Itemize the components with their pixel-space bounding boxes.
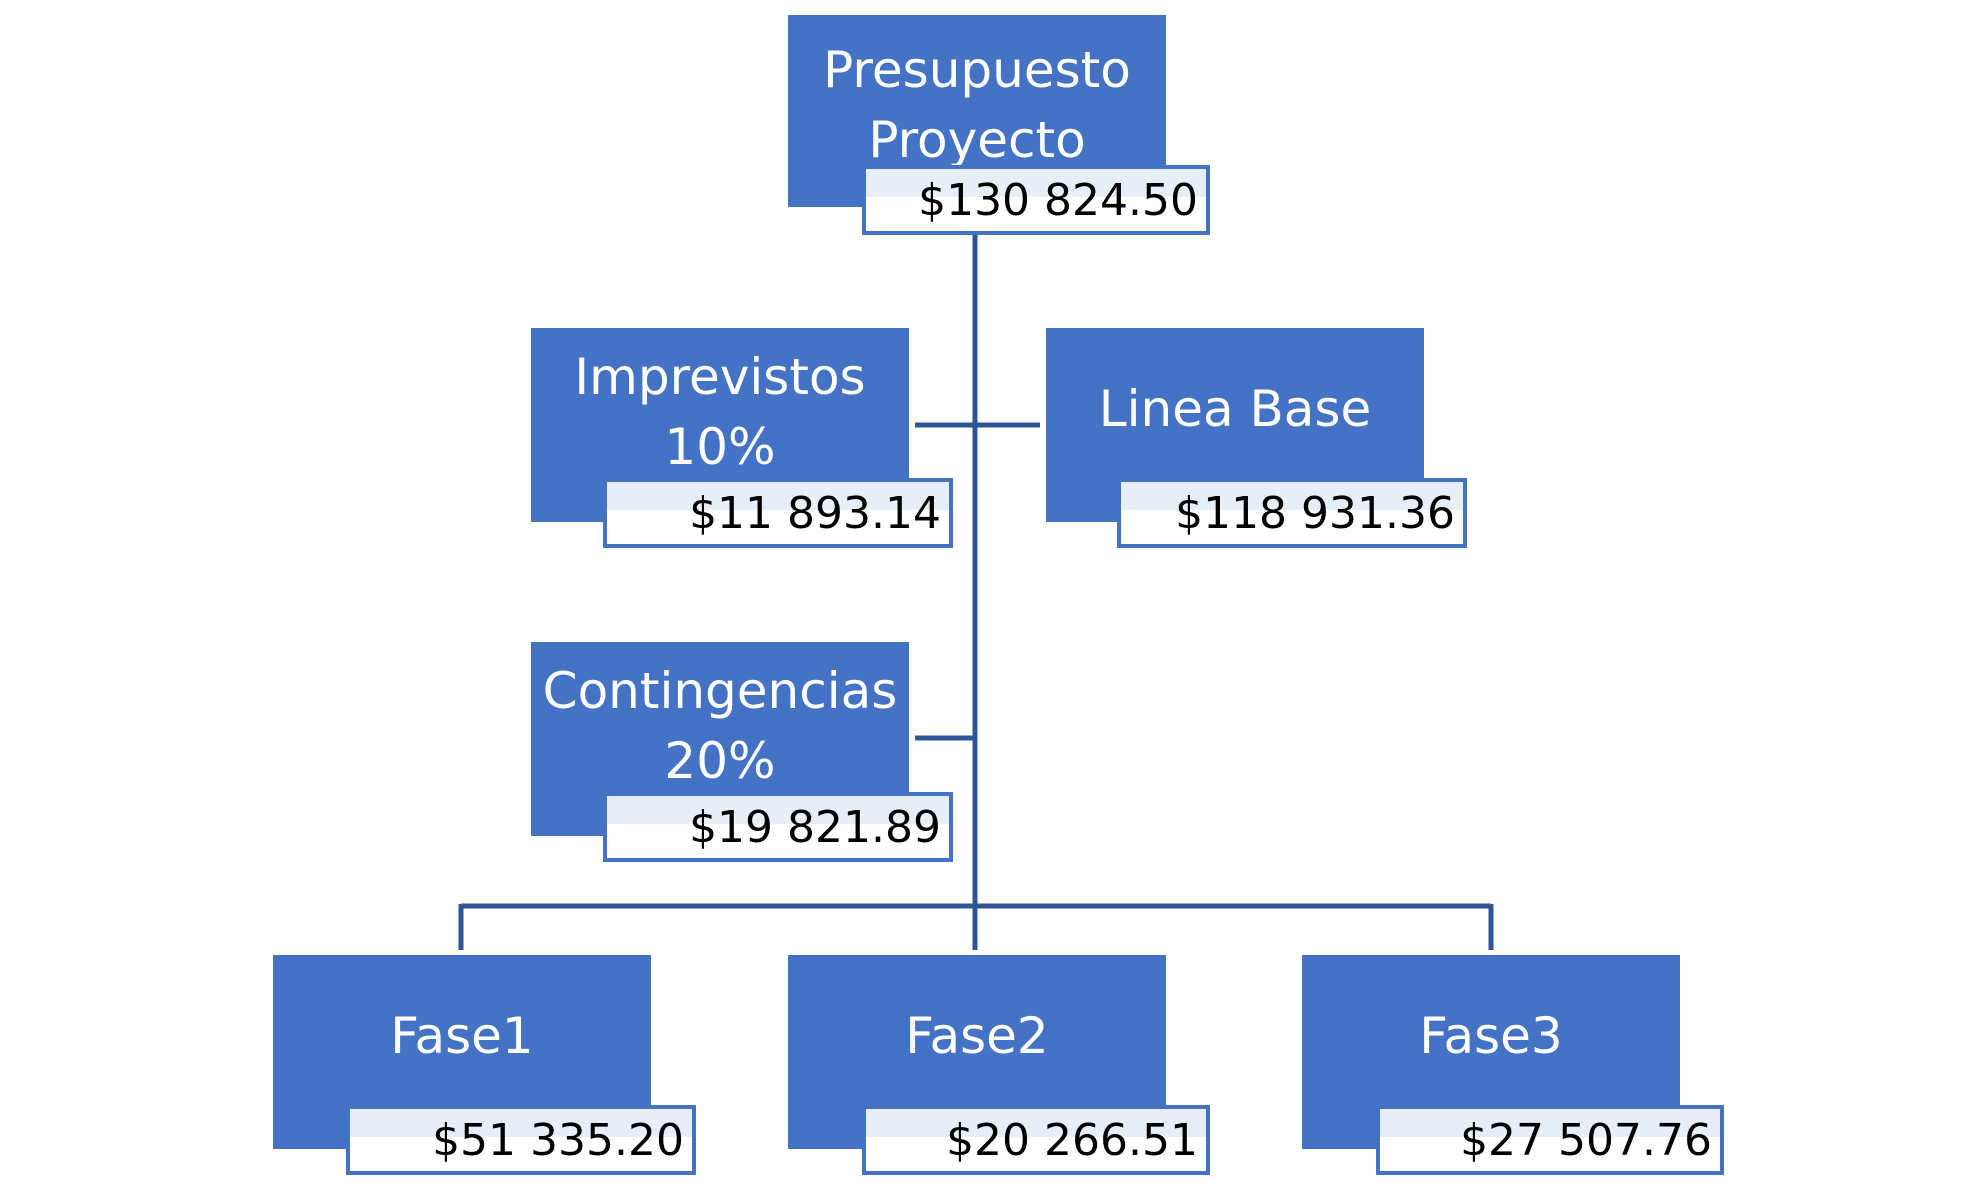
node-title: Imprevistos 10% — [574, 348, 866, 476]
node-title: Linea Base — [1098, 380, 1372, 438]
node-value-linea-base: $118 931.36 — [1117, 478, 1467, 548]
node-value-presupuesto-proyecto: $130 824.50 — [862, 165, 1210, 235]
node-value-contingencias: $19 821.89 — [603, 792, 953, 862]
node-value-fase2: $20 266.51 — [862, 1105, 1210, 1175]
node-title: Fase2 — [905, 1007, 1049, 1065]
node-value-fase3: $27 507.76 — [1376, 1105, 1724, 1175]
node-value-fase1: $51 335.20 — [346, 1105, 696, 1175]
node-title: Presupuesto Proyecto — [823, 41, 1131, 169]
node-title: Contingencias 20% — [542, 662, 898, 790]
node-title: Fase3 — [1419, 1007, 1563, 1065]
node-title: Fase1 — [390, 1007, 534, 1065]
node-value-imprevistos: $11 893.14 — [603, 478, 953, 548]
